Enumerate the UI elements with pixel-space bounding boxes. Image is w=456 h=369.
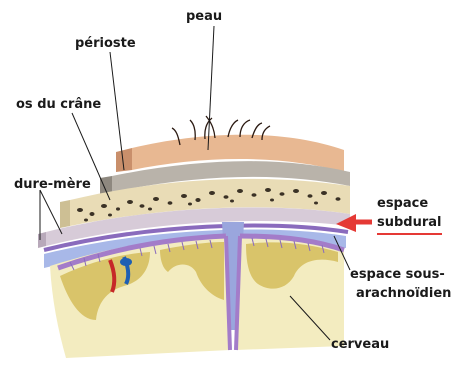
label-espace-subdural-line2: subdural (377, 213, 442, 235)
label-dure-mere: dure-mère (14, 176, 91, 193)
label-espace-subdural-line1: espace (377, 194, 442, 213)
label-espace-sous-arachnoidien: espace sous- arachnoïdien (350, 265, 451, 303)
label-espace-subdural: espace subdural (377, 194, 442, 235)
right-hemisphere (236, 234, 344, 350)
label-sous-line1: espace sous- (350, 265, 451, 284)
label-os-du-crane: os du crâne (16, 96, 101, 113)
dura-mater-side (38, 232, 46, 248)
label-cerveau: cerveau (331, 336, 389, 353)
label-perioste: périoste (75, 35, 136, 52)
label-sous-line2: arachnoïdien (350, 284, 451, 303)
pointer-peau (208, 26, 214, 150)
label-peau: peau (186, 8, 222, 25)
pointer-dure-2 (40, 190, 62, 234)
